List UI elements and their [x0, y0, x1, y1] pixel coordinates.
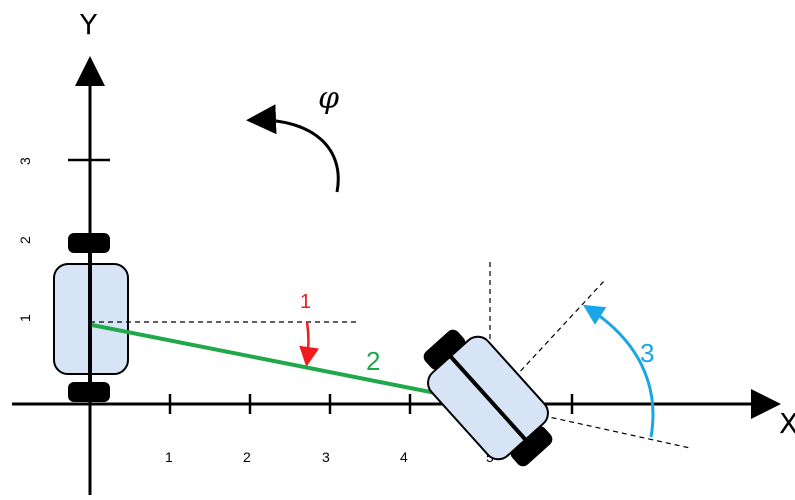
x-tick-label-2: 2 — [243, 449, 251, 465]
step-3-label: 3 — [640, 338, 654, 368]
y-tick-label-2: 2 — [17, 236, 33, 244]
step-3-arrow — [582, 304, 655, 438]
y-tick-label-1: 1 — [17, 314, 33, 322]
x-tick-label-3: 3 — [322, 449, 330, 465]
y-tick-label-3: 3 — [17, 157, 33, 165]
rotation-symbol: φ — [318, 81, 339, 116]
step-1-label: 1 — [300, 291, 311, 313]
rotation-arrow — [246, 104, 340, 193]
step-1-arrow — [299, 321, 320, 367]
x-tick-label-4: 4 — [400, 449, 408, 465]
x-tick-label-1: 1 — [165, 449, 173, 465]
initial-vehicle — [53, 233, 129, 402]
final-vehicle — [423, 329, 553, 467]
y-axis-title: Y — [79, 8, 98, 41]
final-vehicle-axle — [439, 344, 537, 452]
step-2-arrow — [91, 323, 490, 411]
step-2-label: 2 — [366, 346, 380, 376]
final-axle-reference — [489, 403, 691, 449]
x-axis-title: X — [779, 407, 795, 440]
